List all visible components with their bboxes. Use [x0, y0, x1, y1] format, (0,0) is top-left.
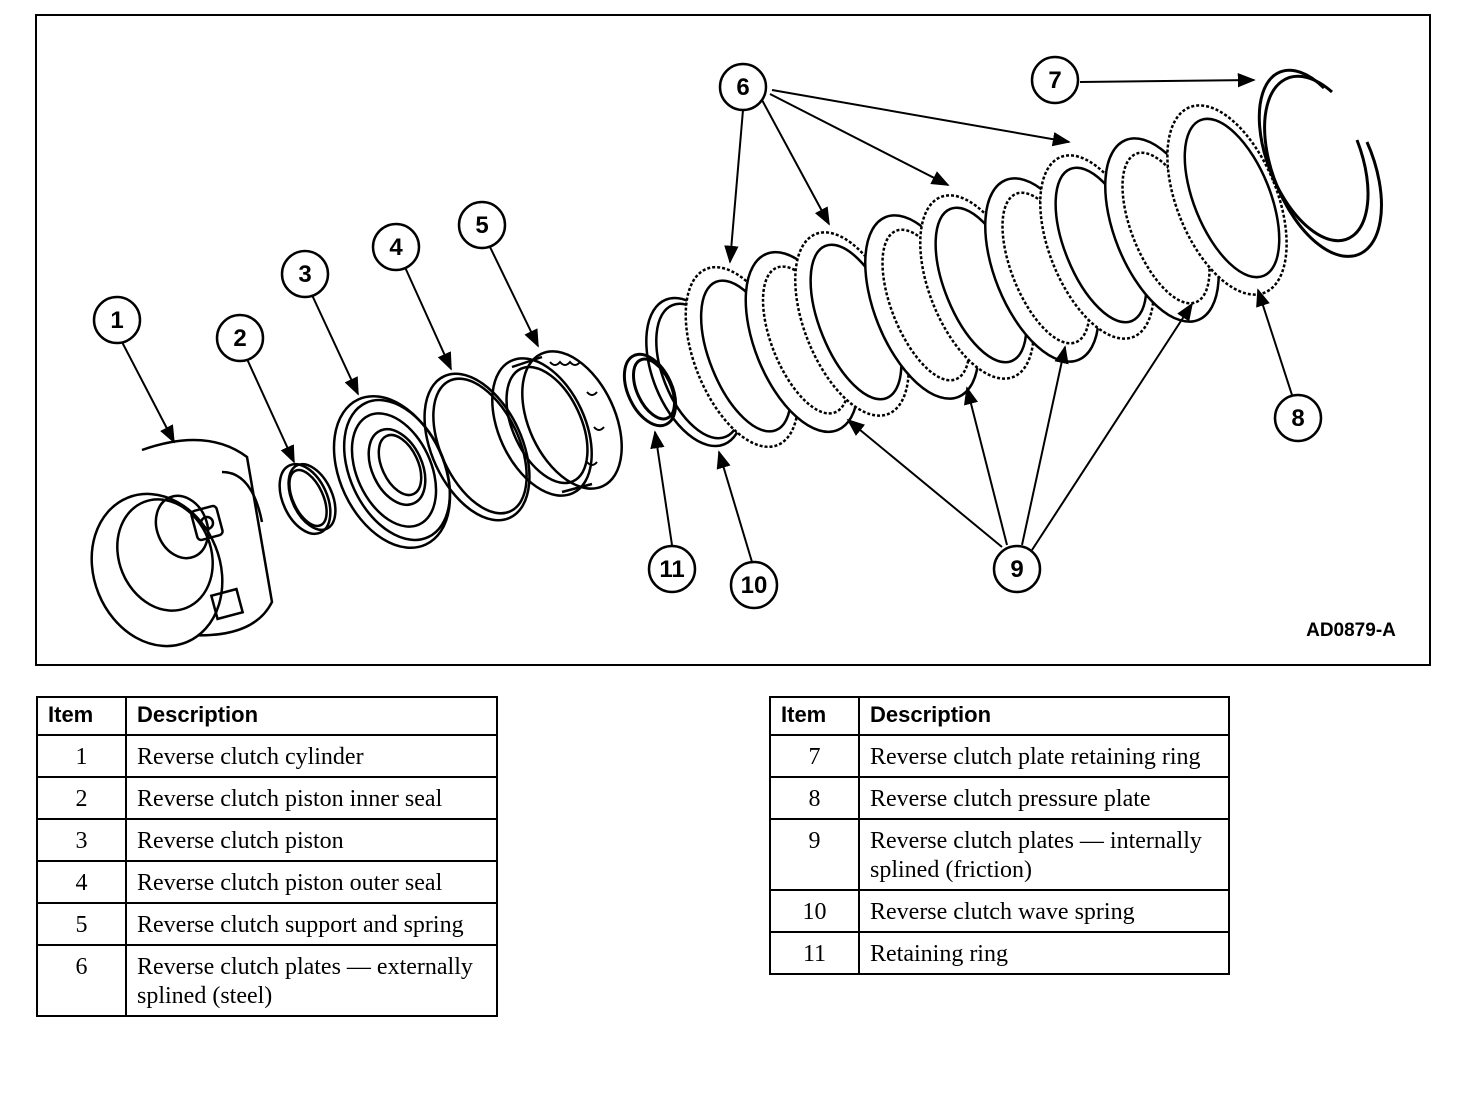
- callout-leaders: [121, 72, 1293, 563]
- svg-text:1: 1: [110, 307, 123, 334]
- legend-header-row: Item Description: [769, 696, 1230, 736]
- part-4-piston-outer-seal: [423, 372, 531, 522]
- callout-2: 2: [215, 313, 265, 363]
- item-description: Reverse clutch support and spring: [125, 902, 498, 946]
- item-description: Reverse clutch plate retaining ring: [858, 734, 1230, 778]
- clutch-exploded-diagram: 1 2 3 4 5 6 7 8 9 10 11 AD0879-A: [90, 55, 1396, 648]
- item-number: 2: [36, 776, 127, 820]
- callout-3: 3: [280, 249, 330, 299]
- svg-text:4: 4: [389, 234, 403, 261]
- svg-text:11: 11: [659, 556, 684, 583]
- item-description: Retaining ring: [858, 931, 1230, 975]
- part-11-retaining-ring: [622, 352, 678, 428]
- callout-9: 9: [992, 544, 1042, 594]
- part-2-piston-inner-seal: [278, 462, 337, 536]
- legend-header-row: Item Description: [36, 696, 498, 736]
- item-number: 6: [36, 944, 127, 1017]
- svg-text:6: 6: [736, 74, 749, 101]
- svg-text:5: 5: [475, 212, 488, 239]
- item-description: Reverse clutch wave spring: [858, 889, 1230, 933]
- clutch-plate-stack: [684, 137, 1220, 449]
- svg-text:8: 8: [1291, 405, 1304, 432]
- svg-text:2: 2: [233, 325, 246, 352]
- svg-text:7: 7: [1048, 67, 1061, 94]
- svg-text:3: 3: [298, 261, 311, 288]
- header-item: Item: [36, 696, 127, 736]
- exploded-view-figure: 1 2 3 4 5 6 7 8 9 10 11 AD0879-A: [35, 14, 1431, 666]
- item-description: Reverse clutch plates — externally splin…: [125, 944, 498, 1017]
- callout-11: 11: [647, 544, 697, 594]
- item-description: Reverse clutch piston: [125, 818, 498, 862]
- header-description: Description: [125, 696, 498, 736]
- item-number: 5: [36, 902, 127, 946]
- item-description: Reverse clutch piston outer seal: [125, 860, 498, 904]
- item-description: Reverse clutch cylinder: [125, 734, 498, 778]
- callout-10: 10: [729, 560, 779, 610]
- item-number: 8: [769, 776, 860, 820]
- callout-6: 6: [718, 62, 768, 112]
- header-description: Description: [858, 696, 1230, 736]
- callout-4: 4: [371, 222, 421, 272]
- callout-7: 7: [1030, 55, 1080, 105]
- part-1-reverse-clutch-cylinder: [90, 438, 274, 648]
- svg-text:9: 9: [1010, 556, 1023, 583]
- item-number: 11: [769, 931, 860, 975]
- item-number: 1: [36, 734, 127, 778]
- item-description: Reverse clutch pressure plate: [858, 776, 1230, 820]
- item-number: 7: [769, 734, 860, 778]
- item-number: 9: [769, 818, 860, 891]
- svg-text:10: 10: [741, 572, 768, 599]
- item-number: 10: [769, 889, 860, 933]
- part-5-support-and-spring: [491, 350, 623, 497]
- item-number: 3: [36, 818, 127, 862]
- callout-8: 8: [1273, 393, 1323, 443]
- callout-badges: 1 2 3 4 5 6 7 8 9 10 11: [92, 55, 1323, 610]
- item-number: 4: [36, 860, 127, 904]
- callout-1: 1: [92, 295, 142, 345]
- header-item: Item: [769, 696, 860, 736]
- figure-id-label: AD0879-A: [1306, 620, 1396, 641]
- part-7-plate-retaining-ring: [1257, 68, 1383, 258]
- item-description: Reverse clutch piston inner seal: [125, 776, 498, 820]
- item-description: Reverse clutch plates — internally splin…: [858, 818, 1230, 891]
- callout-5: 5: [457, 200, 507, 250]
